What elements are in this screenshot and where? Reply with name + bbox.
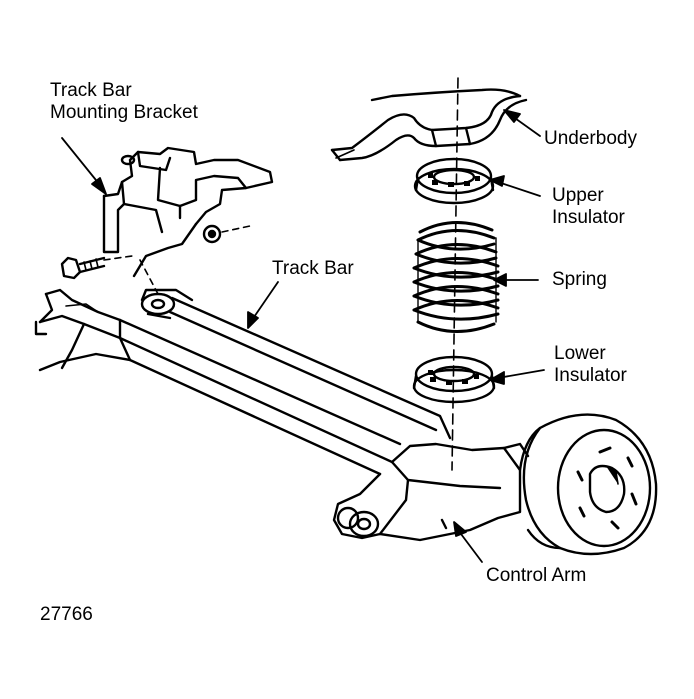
leader-lower-insulator	[497, 369, 545, 379]
label-upper-insulator: Upper Insulator	[552, 185, 625, 229]
leader-track-bar	[251, 281, 279, 321]
axle-beam	[34, 288, 402, 476]
label-spring: Spring	[552, 269, 607, 290]
upper-insulator	[413, 157, 495, 205]
label-line-1: Upper	[552, 185, 604, 206]
leader-control-arm	[457, 529, 483, 563]
control-arm	[332, 442, 530, 542]
label-line-1: Lower	[554, 343, 606, 364]
label-lower-insulator: Lower Insulator	[554, 343, 627, 387]
lower-insulator	[412, 355, 496, 404]
label-track-bar: Track Bar	[272, 258, 354, 279]
track-bar-bolt	[60, 255, 133, 280]
center-axis	[451, 77, 459, 471]
track-bar-nut	[202, 224, 251, 244]
label-line-2: Insulator	[552, 207, 625, 228]
track-bar-mounting-bracket	[102, 146, 274, 278]
leader-upper-insulator	[497, 181, 541, 197]
brake-drum	[518, 413, 658, 556]
figure-number: 27766	[40, 604, 93, 625]
label-line-2: Insulator	[554, 365, 627, 386]
label-underbody: Underbody	[544, 128, 637, 149]
label-line-2: Mounting Bracket	[50, 102, 198, 123]
label-line-1: Track Bar	[50, 80, 132, 101]
underbody-panel	[330, 88, 528, 162]
label-control-arm: Control Arm	[486, 565, 587, 586]
label-track-bar-mounting-bracket: Track Bar Mounting Bracket	[50, 80, 198, 124]
leader-lines	[61, 109, 545, 563]
track-bar	[139, 259, 452, 440]
